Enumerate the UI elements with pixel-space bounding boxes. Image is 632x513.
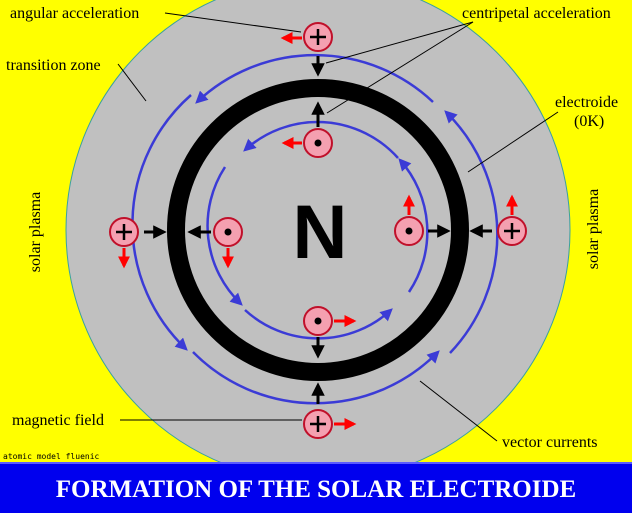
- north-pole-letter: N: [293, 190, 348, 275]
- plus-charge-icon: [497, 216, 527, 246]
- dot-charge-icon: [213, 217, 243, 247]
- centripetal-arrows: [144, 56, 492, 404]
- label-solar-plasma-left: solar plasma: [27, 192, 44, 272]
- leader-electroide: [467, 111, 559, 173]
- inner-current-arc-right: [398, 158, 429, 293]
- label-electroide: electroide: [555, 94, 618, 111]
- leader-centripetal-inner: [326, 21, 474, 114]
- leader-lines: [117, 12, 559, 442]
- dot-charge-icon: [303, 306, 333, 336]
- leader-transition-zone: [117, 63, 147, 102]
- page-title: FORMATION OF THE SOLAR ELECTROIDE: [56, 476, 576, 503]
- title-bar: [0, 462, 632, 513]
- outer-current-arc-top: [195, 53, 434, 104]
- label-vector-currents: vector currents: [502, 434, 598, 451]
- label-angular-acceleration: angular acceleration: [10, 5, 139, 22]
- label-solar-plasma-right: solar plasma: [585, 189, 602, 269]
- outer-current-arc-bottom: [192, 350, 440, 405]
- electroide-ring: [167, 79, 469, 381]
- plus-charge-icon: [303, 22, 333, 52]
- leader-vector-currents: [419, 380, 498, 442]
- leader-centripetal-outer: [325, 21, 474, 64]
- plus-charge-icon: [303, 409, 333, 439]
- leader-angular-acceleration: [164, 12, 302, 33]
- watermark: atomic model fluenic: [3, 452, 100, 461]
- label-magnetic-field: magnetic field: [12, 412, 104, 429]
- inner-current-arc-top: [243, 120, 399, 159]
- dot-charge-icon: [303, 128, 333, 158]
- inner-current-arc-left: [206, 166, 243, 306]
- label-transition-zone: transition zone: [6, 57, 101, 74]
- dot-charge-icon: [394, 216, 424, 246]
- plus-charge-icon: [109, 217, 139, 247]
- label-electroide-temp: (0K): [574, 113, 604, 130]
- label-centripetal-acceleration: centripetal acceleration: [462, 5, 611, 22]
